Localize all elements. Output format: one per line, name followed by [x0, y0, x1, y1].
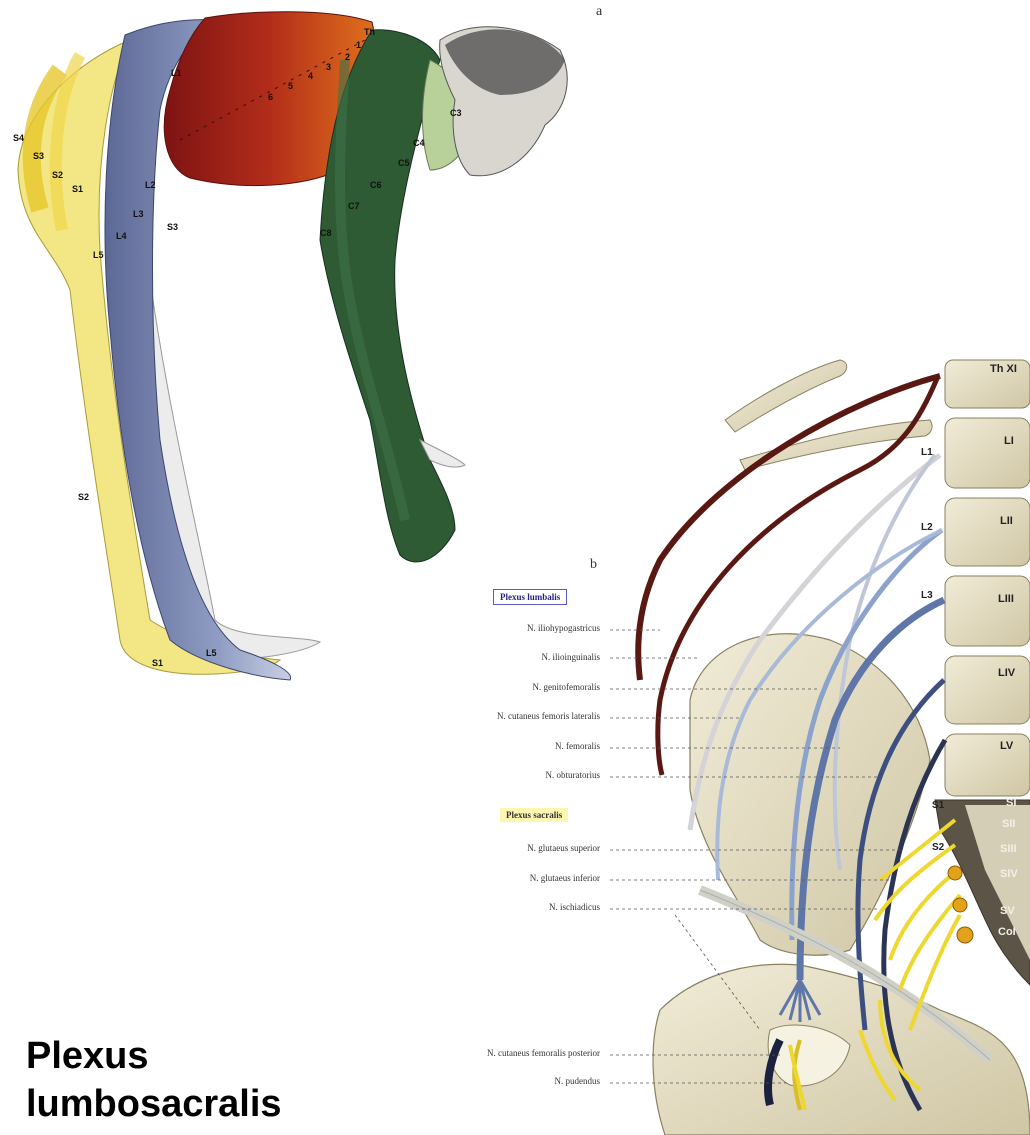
label-c5: C5 — [398, 158, 410, 168]
nerve-label-genitofemoralis: N. genitofemoralis — [533, 682, 600, 692]
nerve-label-obturatorius: N. obturatorius — [546, 770, 601, 780]
label-s1-foot: S1 — [152, 658, 163, 668]
label-l5-foot: L5 — [206, 648, 217, 658]
nerve-label-ilioinguinalis: N. ilioinguinalis — [542, 652, 601, 662]
nerve-label-cutaneus-femoralis-posterior: N. cutaneus femoralis posterior — [487, 1048, 600, 1058]
label-s3: S3 — [33, 151, 44, 161]
vertebral-column — [935, 360, 1030, 985]
plexus-anatomy — [610, 360, 1030, 1135]
spine-label-liv: LIV — [998, 667, 1015, 679]
page-title: Plexus lumbosacralis — [26, 1032, 282, 1128]
label-rib-3: 3 — [326, 62, 331, 72]
label-l4: L4 — [116, 231, 127, 241]
label-c4: C4 — [413, 138, 425, 148]
label-s2-top: S2 — [52, 170, 63, 180]
label-rib-4: 4 — [308, 71, 313, 81]
spine-label-sv: SV — [1000, 905, 1015, 917]
label-rib-1: 1 — [356, 40, 361, 50]
spine-label-sii: SII — [1002, 818, 1015, 830]
panel-a-letter: a — [596, 4, 602, 20]
spine-label-thxii: Th XI — [990, 363, 1017, 375]
spine-label-si: SI — [1006, 797, 1016, 809]
spine-label-li: LI — [1004, 435, 1014, 447]
group-plexus-lumbalis: Plexus lumbalis — [493, 589, 567, 605]
spine-label-siii: SIII — [1000, 843, 1017, 855]
label-c8: C8 — [320, 228, 332, 238]
label-l3: L3 — [133, 209, 144, 219]
root-label-l3: L3 — [921, 590, 933, 601]
label-rib-5: 5 — [288, 81, 293, 91]
label-c6: C6 — [370, 180, 382, 190]
dermatome-figure — [18, 12, 567, 680]
spine-label-coi: CoI — [998, 926, 1016, 938]
spine-label-liii: LIII — [998, 593, 1014, 605]
nerve-label-pudendus: N. pudendus — [555, 1076, 601, 1086]
root-label-s2: S2 — [932, 842, 944, 853]
nerve-label-iliohypogastricus: N. iliohypogastricus — [527, 623, 600, 633]
spine-label-lv: LV — [1000, 740, 1013, 752]
root-label-l2: L2 — [921, 522, 933, 533]
label-s1-top: S1 — [72, 184, 83, 194]
title-line-2: lumbosacralis — [26, 1080, 282, 1128]
label-c3: C3 — [450, 108, 462, 118]
nerve-label-femoralis: N. femoralis — [555, 741, 600, 751]
label-c7: C7 — [348, 201, 360, 211]
label-rib-6: 6 — [268, 92, 273, 102]
title-line-1: Plexus — [26, 1032, 282, 1080]
iliac-wing — [690, 634, 930, 955]
label-th: Th — [364, 27, 375, 37]
rib-lower — [740, 420, 932, 470]
root-label-l1: L1 — [921, 447, 933, 458]
label-l5: L5 — [93, 250, 104, 260]
label-s4: S4 — [13, 133, 24, 143]
panel-b-letter: b — [590, 557, 597, 573]
label-rib-2: 2 — [345, 52, 350, 62]
nerve-label-glutaeus-inferior: N. glutaeus inferior — [530, 873, 600, 883]
nerve-label-ischiadicus: N. ischiadicus — [549, 902, 600, 912]
spine-label-siv: SIV — [1000, 868, 1018, 880]
nerve-label-glutaeus-superior: N. glutaeus superior — [527, 843, 600, 853]
label-l2: L2 — [145, 180, 156, 190]
label-l1-back: L1 — [171, 68, 182, 78]
root-label-s1: S1 — [932, 800, 944, 811]
spine-label-lii: LII — [1000, 515, 1013, 527]
group-plexus-sacralis: Plexus sacralis — [500, 808, 568, 822]
label-s2-leg: S2 — [78, 492, 89, 502]
nerve-label-cutaneus-femoris-lateralis: N. cutaneus femoris lateralis — [497, 711, 600, 721]
label-s3-hand: S3 — [167, 222, 178, 232]
